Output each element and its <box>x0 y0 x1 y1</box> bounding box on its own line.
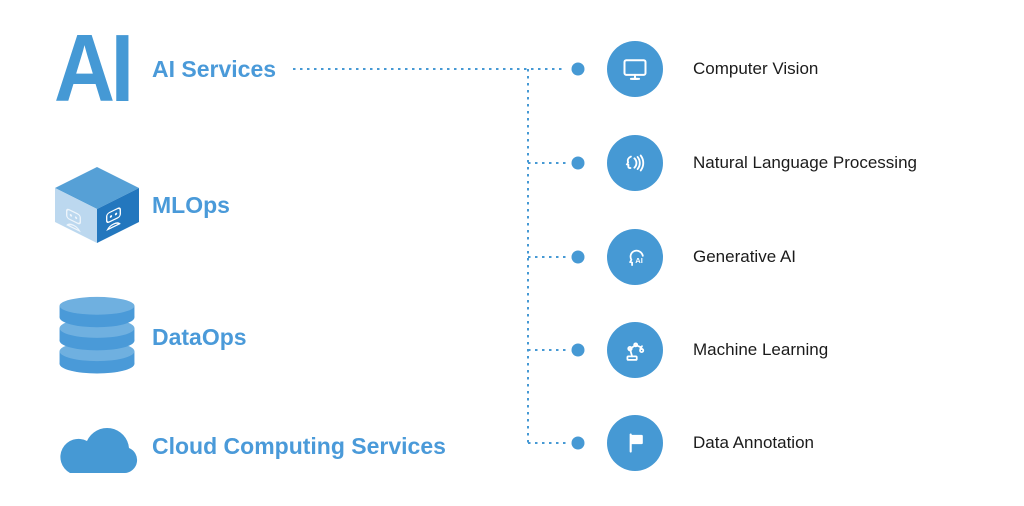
mlops-label: MLOps <box>152 191 230 218</box>
bullet-data-annotation <box>571 436 585 450</box>
bullet-nlp <box>571 156 585 170</box>
flag-icon <box>607 415 663 471</box>
head-ai-icon: AI <box>607 229 663 285</box>
machine-learning-label: Machine Learning <box>693 340 829 359</box>
bullet-machine-learning <box>571 343 585 357</box>
left-item-cloud: Cloud Computing Services <box>52 396 446 496</box>
service-data-annotation: Data Annotation <box>607 415 814 471</box>
robot-arm-icon <box>607 322 663 378</box>
ai-services-label: AI Services <box>152 55 277 82</box>
dataops-database-icon <box>52 287 142 387</box>
ai-logo-text: AI <box>54 15 134 122</box>
dataops-label: DataOps <box>152 323 247 350</box>
monitor-icon <box>607 41 663 97</box>
service-nlp: Natural Language Processing <box>607 135 917 191</box>
left-item-ai-services: AI AI Services <box>52 19 276 119</box>
left-item-mlops: MLOps <box>52 155 230 255</box>
cloud-computing-label: Cloud Computing Services <box>152 432 446 459</box>
mlops-cube-icon <box>52 155 142 255</box>
service-machine-learning: Machine Learning <box>607 322 828 378</box>
generative-ai-label: Generative AI <box>693 247 797 266</box>
computer-vision-label: Computer Vision <box>693 59 819 78</box>
service-computer-vision: Computer Vision <box>607 41 818 97</box>
bullet-generative-ai <box>571 250 585 264</box>
data-annotation-label: Data Annotation <box>693 433 814 452</box>
bullet-computer-vision <box>571 62 585 76</box>
cloud-icon <box>52 396 142 496</box>
nlp-label: Natural Language Processing <box>693 153 917 172</box>
speech-waves-icon <box>607 135 663 191</box>
service-generative-ai: AI Generative AI <box>607 229 796 285</box>
left-item-dataops: DataOps <box>52 287 247 387</box>
head-ai-icon-text: AI <box>635 256 643 265</box>
ai-logo-icon: AI <box>52 19 142 119</box>
